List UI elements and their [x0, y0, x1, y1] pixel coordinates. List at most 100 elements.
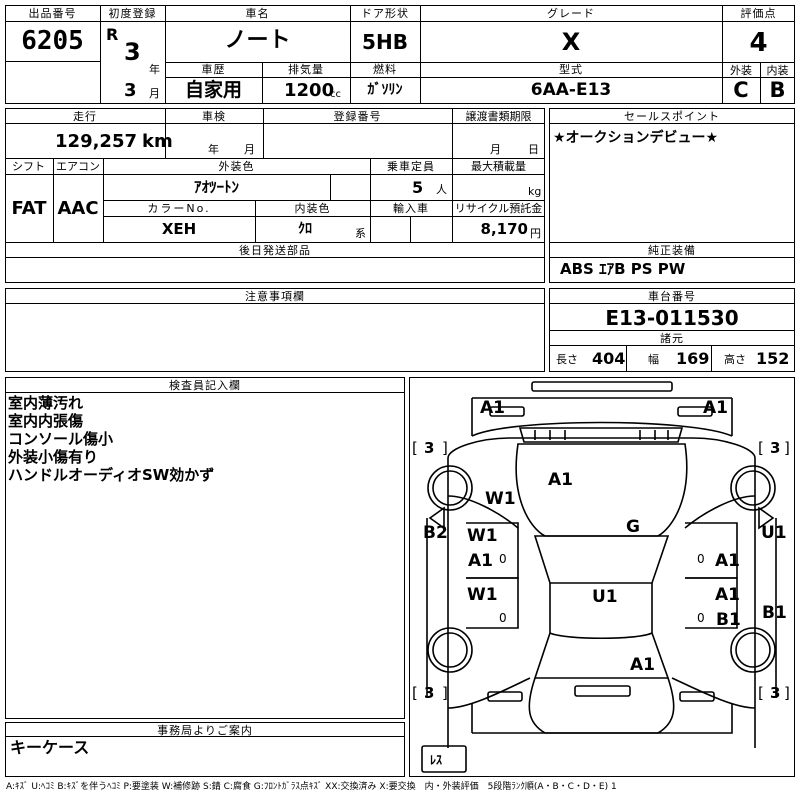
mark-right-quarter: B1	[762, 603, 787, 623]
inspection-year-unit: 年	[208, 143, 219, 156]
mileage-label: 走行	[73, 110, 97, 123]
office-block	[5, 722, 405, 777]
equipment-label: 純正装備	[648, 244, 696, 257]
tire-front-right-bracket-close: ]	[784, 439, 790, 457]
fuel-value: ｶﾞｿﾘﾝ	[367, 82, 403, 98]
model-value: 6AA-E13	[530, 80, 612, 100]
color-value: ｱｵﾂｰﾄﾝ	[193, 178, 239, 196]
interior-color-unit: 系	[355, 227, 366, 240]
displacement-value: 1200	[284, 80, 335, 101]
score-value: 4	[749, 28, 768, 58]
mark-hood: A1	[548, 470, 573, 490]
mark-rear-door-small-right: 0	[697, 611, 705, 625]
car-name-label: 車名	[245, 7, 270, 20]
interior-color-value: ｸﾛ	[298, 221, 312, 237]
car-name: ノート	[224, 28, 291, 53]
inspector-block	[5, 377, 405, 719]
color-label: 外装色	[218, 160, 255, 173]
month-unit: 月	[149, 87, 160, 100]
tire-rear-left: 3	[424, 684, 435, 702]
width-label: 幅	[648, 353, 659, 366]
inspection-label: 車検	[202, 110, 226, 123]
mark-rear-door-small-left: 0	[499, 611, 507, 625]
length-label: 長さ	[556, 353, 578, 366]
mark-right-rear-door-b: B1	[716, 610, 741, 630]
transfer-label: 譲渡書類期限	[465, 110, 532, 123]
spare-tire: ﾚｽ	[430, 753, 443, 767]
tire-front-left: 3	[424, 439, 435, 457]
load-label: 最大積載量	[471, 160, 526, 173]
interior-value: B	[769, 78, 786, 102]
era-value: R	[106, 25, 119, 44]
mark-right-front-door: A1	[715, 551, 740, 571]
displacement-unit: cc	[330, 89, 341, 100]
capacity-unit: 人	[436, 183, 447, 196]
mark-left-front-door-w: W1	[467, 526, 498, 546]
mark-left-door-small: 0	[499, 552, 507, 566]
grade-label: グレード	[547, 7, 595, 20]
mark-left-rear-door: W1	[467, 585, 498, 605]
inspector-note-1: 室内薄汚れ	[8, 394, 84, 412]
mark-hood-area: W1	[485, 489, 516, 509]
exterior-label: 外装	[730, 64, 752, 77]
mark-right-fender: U1	[761, 523, 787, 543]
load-unit: kg	[528, 185, 542, 198]
color-no-value: XEH	[161, 220, 197, 238]
tire-front-right: 3	[770, 439, 781, 457]
mark-windshield: G	[626, 517, 640, 537]
transfer-month-unit: 月	[490, 143, 501, 156]
tire-rear-right-bracket-close: ]	[784, 684, 790, 702]
legend: A:ｷｽﾞ U:ﾍｺﾐ B:ｷｽﾞを伴うﾍｺﾐ P:要塗装 W:補修跡 S:錆 …	[6, 782, 617, 792]
sales-point-value: ★オークションデビュー★	[553, 130, 719, 146]
inspector-note-3: コンソール傷小	[8, 430, 114, 448]
score-label: 評価点	[740, 7, 777, 20]
equipment-value: ABS ｴｱB PS PW	[560, 260, 686, 278]
grade-value: X	[561, 28, 581, 56]
caution-block	[5, 288, 545, 372]
tire-front-left-bracket-close: ]	[442, 439, 448, 457]
mileage-unit: km	[142, 131, 173, 152]
door-value: 5HB	[362, 30, 408, 54]
tire-rear-left-bracket-close: ]	[442, 684, 448, 702]
mark-right-door-small: 0	[697, 552, 705, 566]
specs-label: 諸元	[660, 332, 684, 345]
year-value: 3	[124, 38, 141, 66]
color-no-label: カラーNo.	[147, 202, 211, 215]
year-unit: 年	[149, 63, 160, 76]
width-value: 169	[676, 349, 710, 368]
height-value: 152	[756, 349, 790, 368]
capacity-value: 5	[412, 178, 424, 197]
ac-value: AAC	[57, 198, 99, 219]
mark-left-front-door-a: A1	[468, 551, 493, 571]
shift-value: FAT	[11, 198, 47, 219]
history-label: 車歴	[201, 63, 226, 76]
length-value: 404	[592, 349, 626, 368]
mark-trunk: A1	[630, 655, 655, 675]
displacement-label: 排気量	[288, 63, 324, 76]
recycle-unit: 円	[530, 227, 541, 240]
tire-rear-right-bracket: [	[758, 684, 764, 702]
specs-block	[5, 108, 545, 283]
caution-label: 注意事項欄	[245, 290, 305, 303]
inspector-note-5: ハンドルオーディオSW効かず	[8, 466, 215, 484]
lot-label: 出品番号	[28, 7, 77, 20]
month-value: 3	[124, 80, 137, 101]
office-value: キーケース	[10, 738, 90, 757]
mark-front-left: A1	[480, 398, 505, 418]
history-value: 自家用	[184, 79, 242, 101]
interior-color-label: 内装色	[294, 202, 331, 215]
recycle-value: 8,170	[480, 220, 528, 238]
tire-front-right-bracket: [	[758, 439, 764, 457]
recycle-label: リサイクル預託金	[454, 202, 543, 215]
tire-rear-left-bracket: [	[412, 684, 418, 702]
mark-roof: U1	[592, 587, 618, 607]
inspection-month-unit: 月	[244, 143, 255, 156]
inspector-note-2: 室内内張傷	[8, 412, 84, 430]
chassis-number: E13-011530	[605, 306, 739, 330]
mileage-value: 129,257	[55, 131, 137, 152]
import-label: 輸入車	[393, 202, 429, 215]
door-label: ドア形状	[361, 7, 409, 20]
office-label: 事務局よりご案内	[157, 724, 253, 737]
inspector-note-4: 外装小傷有り	[8, 448, 99, 466]
header-block	[5, 5, 795, 104]
